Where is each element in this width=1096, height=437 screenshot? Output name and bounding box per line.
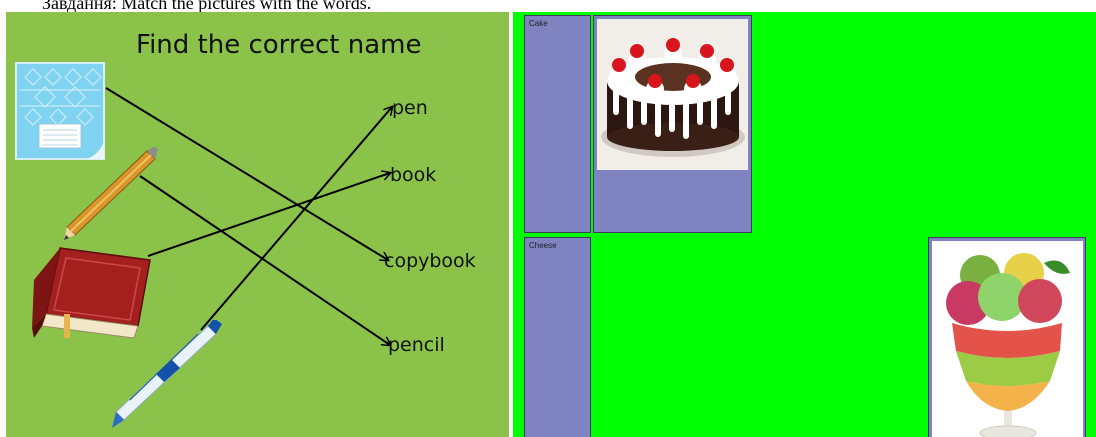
pen-picture[interactable] bbox=[110, 320, 224, 430]
ice-cream-card[interactable] bbox=[928, 237, 1086, 437]
drag-drop-panel: Cake Cheese bbox=[513, 12, 1096, 437]
line-pen bbox=[200, 107, 392, 331]
word-pencil[interactable]: pencil bbox=[388, 334, 445, 356]
line-book bbox=[147, 173, 390, 257]
drop-slot-cheese[interactable]: Cheese bbox=[524, 237, 591, 437]
cake-card[interactable] bbox=[593, 15, 752, 233]
matching-panel: Find the correct name bbox=[6, 12, 509, 437]
pencil-picture[interactable] bbox=[61, 147, 159, 243]
instruction-text: Завдання: Match the pictures with the wo… bbox=[42, 0, 372, 13]
ice-cream-illustration bbox=[932, 241, 1083, 437]
copybook-picture[interactable] bbox=[15, 62, 107, 162]
cake-picture bbox=[597, 19, 748, 170]
ice-cream-picture bbox=[932, 241, 1083, 437]
slot-label-cheese: Cheese bbox=[529, 241, 557, 250]
drop-slot-cake[interactable]: Cake bbox=[524, 15, 591, 233]
slot-label-cake: Cake bbox=[529, 19, 548, 28]
word-pen[interactable]: pen bbox=[392, 97, 428, 119]
panel-title: Find the correct name bbox=[136, 30, 422, 60]
word-book[interactable]: book bbox=[390, 164, 437, 186]
word-copybook[interactable]: copybook bbox=[384, 250, 476, 272]
book-picture[interactable] bbox=[30, 240, 162, 344]
cake-illustration bbox=[597, 19, 748, 170]
